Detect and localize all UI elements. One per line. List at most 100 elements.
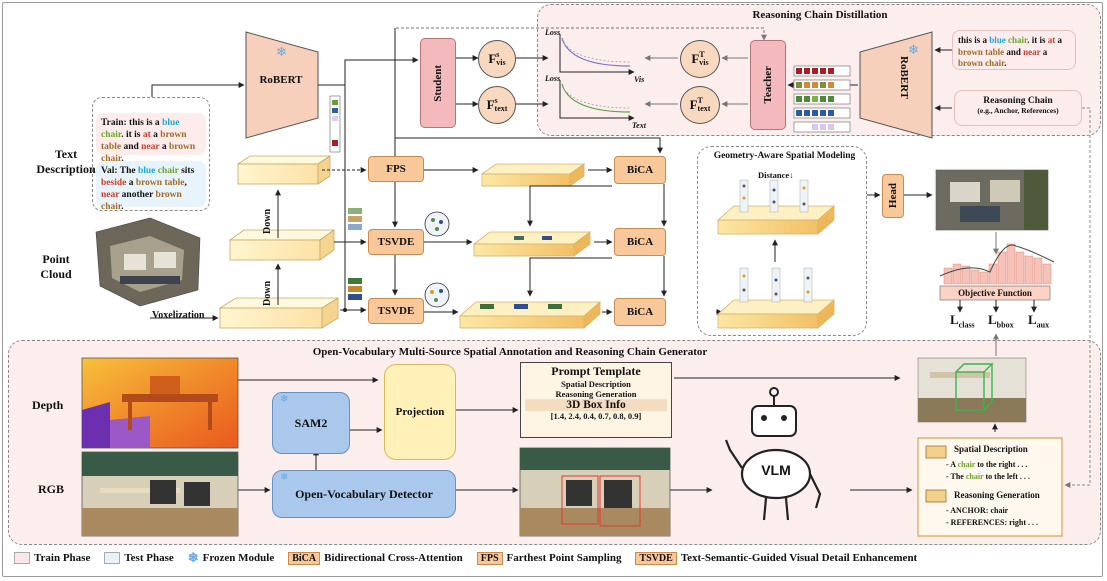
legend-test-phase: Test Phase: [104, 552, 174, 564]
text-axis-label: Text: [632, 121, 646, 130]
prompt-template-title: Prompt Template: [551, 364, 641, 378]
teacher-word-brown-chair: brown chair: [958, 58, 1005, 68]
legend-tsvde-label: Text-Semantic-Guided Visual Detail Enhan…: [680, 552, 918, 564]
projection-module: Projection: [384, 364, 456, 460]
bica-module-3: BiCA: [614, 298, 666, 326]
snowflake-icon: ❄: [280, 472, 289, 483]
geo-slab-bottom: [716, 267, 836, 329]
teacher-label: Teacher: [762, 66, 774, 104]
distance-label-text: Distance: [758, 170, 790, 180]
tsvde-label-2: TSVDE: [377, 305, 415, 317]
val-word-table: brown table: [135, 178, 185, 188]
val-mid3: ,: [184, 178, 187, 188]
point-cloud-label: Point Cloud: [36, 252, 76, 282]
sd2-b: chair: [965, 472, 984, 481]
geometry-title: Geometry-Aware Spatial Modeling: [713, 151, 856, 161]
legend-fps-label: Farthest Point Sampling: [506, 552, 622, 564]
query-circle-2: [424, 282, 450, 308]
legend-bica-abbr: BiCA: [288, 551, 321, 565]
legend-frozen: ❄Frozen Module: [188, 550, 275, 566]
legend-test-label: Test Phase: [124, 552, 174, 564]
output-document: [917, 437, 1063, 537]
teacher-text-p5: a: [1040, 46, 1048, 57]
train-mid1: . it is: [121, 130, 143, 140]
voxelization-label: Voxelization: [152, 310, 205, 321]
sam2-module: SAM2: [272, 392, 350, 454]
legend-train-swatch: [14, 552, 30, 564]
fs-vis-main: F: [488, 51, 497, 66]
val-mid1: sits: [178, 166, 195, 176]
mid-slab-3: [458, 301, 602, 329]
train-mid4: a: [159, 142, 169, 152]
bica-label-1: BiCA: [626, 164, 654, 176]
down-label-upper-text: Down: [262, 208, 273, 234]
ft-text-sup: T: [697, 96, 703, 105]
legend-train-phase: Train Phase: [14, 552, 90, 564]
legend-train-label: Train Phase: [34, 552, 91, 564]
sd2-a: - The: [946, 472, 966, 481]
mid-slab-2: [472, 231, 592, 257]
teacher-text-p1: this is a: [958, 35, 990, 45]
depth-label: Depth: [32, 398, 64, 412]
sd1-a: - A: [946, 460, 958, 469]
objective-histogram: [939, 243, 1055, 285]
legend-fps-abbr: FPS: [476, 551, 503, 565]
teacher-text-p3: a: [1055, 35, 1062, 45]
teacher-text-p4: and: [1004, 46, 1024, 57]
loss-aux-sub: aux: [1036, 320, 1050, 330]
val-prefix: Val: The: [101, 166, 138, 176]
val-word-beside: beside: [101, 178, 127, 188]
annotated-3d-image: [917, 357, 1027, 423]
geo-slab-top: [716, 179, 836, 235]
train-end: .: [121, 154, 124, 164]
query-circle-1: [424, 211, 450, 237]
slab-level-1: [218, 297, 340, 329]
vis-axis-label: Vis: [634, 75, 645, 84]
projection-label: Projection: [395, 406, 445, 418]
val-word-blue: blue: [137, 166, 158, 176]
loss-bbox: Lbbox: [988, 312, 1014, 330]
depth-image: [81, 357, 239, 449]
val-text-box: Val: The blue chair sits beside a brown …: [96, 161, 206, 212]
rgb-image: [81, 451, 239, 537]
fs-vis-sup: s: [496, 50, 500, 59]
train-word-table: brown table: [101, 130, 187, 152]
roberta-teacher-label-text: RoBERT: [898, 56, 910, 100]
tsvde-label-1: TSVDE: [377, 236, 415, 248]
reasoning-generation-line1: - ANCHOR: chair: [946, 506, 1009, 515]
teacher-word-near: near: [1023, 46, 1041, 57]
slab-level-2: [228, 229, 336, 261]
ft-vis-sup: T: [699, 50, 705, 59]
sd1-b: chair: [957, 460, 976, 469]
tsvde-module-2: TSVDE: [368, 298, 424, 324]
fs-text-sup: s: [494, 96, 498, 105]
val-word-brown-chair: brown chair: [101, 190, 182, 212]
ov-detector-label: Open-Vocabulary Detector: [295, 486, 433, 501]
roberta-student: [245, 31, 319, 139]
fps-module: FPS: [368, 156, 424, 182]
ft-vis-sub: vis: [699, 58, 709, 67]
objective-function-box: [939, 285, 1051, 301]
open-vocabulary-title: Open-Vocabulary Multi-Source Spatial Ann…: [312, 346, 708, 358]
ov-detector-module: Open-Vocabulary Detector: [272, 470, 456, 518]
head-module: Head: [882, 174, 904, 218]
bica-label-2: BiCA: [626, 236, 654, 248]
teacher-module: Teacher: [750, 40, 786, 130]
train-prefix: Train: this is a: [101, 118, 163, 128]
spatial-description-title: Spatial Description: [954, 444, 1028, 454]
roberta-teacher: [859, 31, 933, 139]
reasoning-chain-sub: (e.g., Anchor, References): [977, 106, 1059, 115]
sd2-c: to the left . . .: [983, 472, 1030, 481]
val-word-near: near: [101, 190, 120, 200]
snowflake-icon: ❄: [187, 550, 199, 565]
mid-slab-1: [480, 163, 586, 187]
scene-result-image: [935, 169, 1049, 231]
student-token-bar: [329, 95, 341, 153]
